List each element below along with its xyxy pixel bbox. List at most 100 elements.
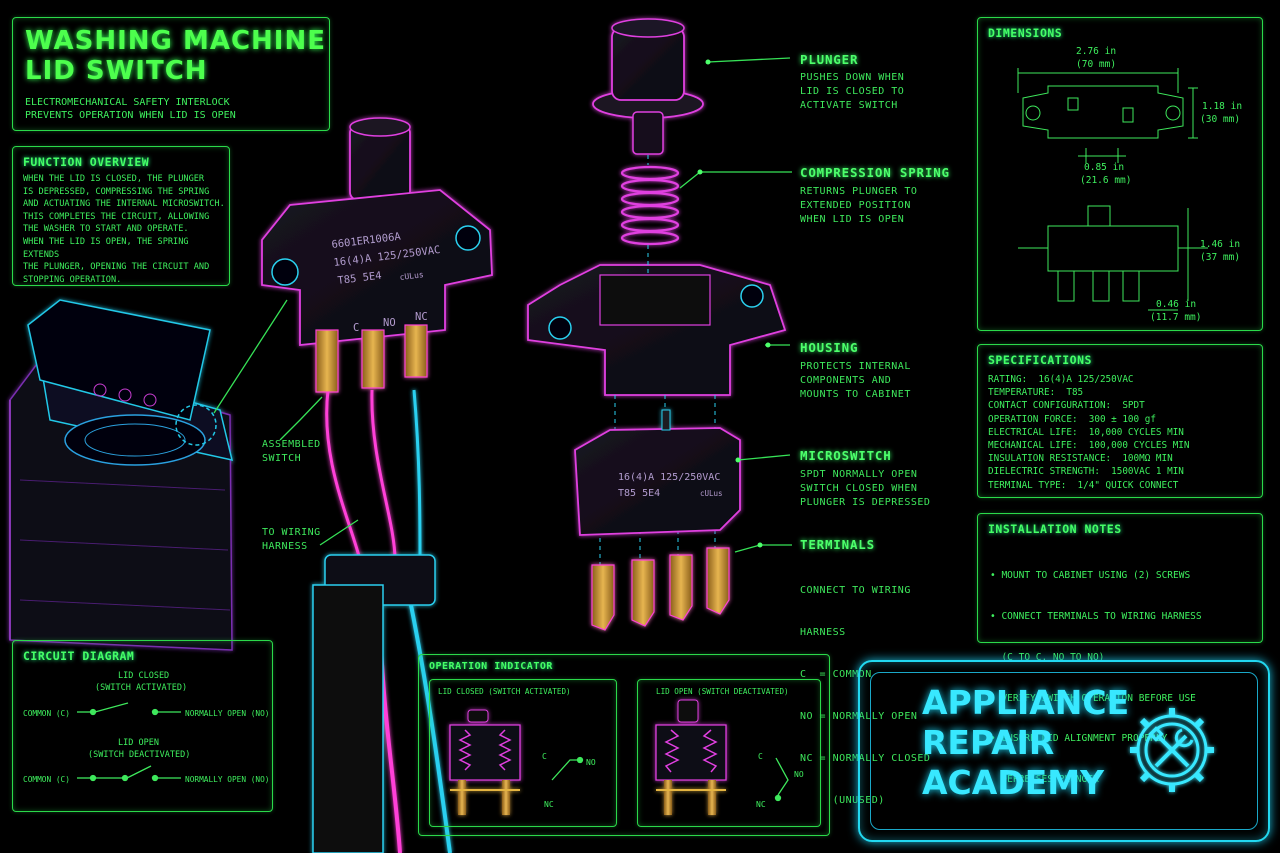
spring-desc-line: WHEN LID IS OPEN	[800, 214, 905, 225]
circuit-symbols	[77, 702, 181, 782]
fo-line: WHEN THE LID IS CLOSED, THE PLUNGER	[23, 174, 205, 184]
lid-closed-diagram	[449, 709, 584, 815]
brand-panel: APPLIANCE REPAIR ACADEMY	[858, 660, 1270, 842]
spring-desc-line: RETURNS PLUNGER TO	[800, 186, 918, 197]
closed-nc-label: NC	[544, 800, 554, 809]
dimensions-panel: DIMENSIONS 2.7	[977, 17, 1263, 331]
circuit-common-1: COMMON (C)	[23, 709, 70, 718]
micro-desc-line: SWITCH CLOSED WHEN	[800, 483, 918, 494]
spec-list: RATING: 16(4)A 125/250VAC TEMPERATURE: T…	[988, 373, 1190, 492]
spec-row: TEMPERATURE: T85	[988, 387, 1084, 399]
terminals-desc-line: CONNECT TO WIRING	[800, 585, 911, 596]
leader-line	[213, 299, 288, 414]
fo-line: STOPPING OPERATION.	[23, 274, 122, 285]
title-line2: LID SWITCH	[25, 56, 208, 86]
installation-list: • MOUNT TO CABINET USING (2) SCREWS • CO…	[990, 542, 1202, 814]
circuit-open-2: (SWITCH DEACTIVATED)	[88, 750, 191, 760]
dim-side-h-mm: (37 mm)	[1200, 252, 1241, 263]
terminals-desc-line: C = COMMON	[800, 669, 872, 680]
assembled-switch-icon: 6601ER1006A 16(4)A 125/250VAC T85 5E4 cU…	[261, 117, 493, 853]
microswitch-icon: 16(4)A 125/250VAC T85 5E4 cULus	[574, 409, 741, 536]
subtitle-2: PREVENTS OPERATION WHEN LID IS OPEN	[25, 110, 236, 121]
dim-hole-mm: (21.6 mm)	[1080, 175, 1132, 186]
leader-line	[279, 396, 323, 441]
dimension-drawing	[1017, 68, 1208, 311]
operation-heading: OPERATION INDICATOR	[429, 661, 553, 672]
spring-heading: COMPRESSION SPRING	[800, 165, 950, 180]
circuit-no-1: NORMALLY OPEN (NO)	[185, 709, 270, 718]
fo-line: AND ACTUATING THE INTERNAL MICROSWITCH.	[23, 199, 225, 210]
leader-dot	[757, 542, 763, 548]
install-item: • MOUNT TO CABINET USING (2) SCREWS	[990, 570, 1191, 582]
circuit-closed-1: LID CLOSED	[118, 671, 170, 681]
fo-line: THE WASHER TO START AND OPERATE.	[23, 224, 189, 235]
terminals-heading: TERMINALS	[800, 537, 875, 552]
leader-line	[679, 171, 792, 189]
micro-rating-label: 16(4)A 125/250VAC	[618, 472, 720, 483]
open-nc-label: NC	[756, 800, 766, 809]
micro-desc-line: SPDT NORMALLY OPEN	[800, 469, 918, 480]
spec-row: RATING: 16(4)A 125/250VAC	[988, 374, 1134, 385]
micro-temp-label: T85 5E4	[618, 488, 660, 499]
plunger-desc-line: ACTIVATE SWITCH	[800, 100, 898, 111]
plunger-desc: PUSHES DOWN WHEN LID IS CLOSED TO ACTIVA…	[800, 71, 904, 113]
fo-line: IS DEPRESSED, COMPRESSING THE SPRING	[23, 186, 210, 197]
terminal-nc-label: NC	[415, 311, 428, 323]
spec-row: ELECTRICAL LIFE: 10,000 CYCLES MIN	[988, 426, 1184, 438]
install-item: (C TO C, NO TO NO)	[990, 651, 1105, 663]
housing-desc-line: PROTECTS INTERNAL	[800, 361, 911, 372]
spec-row: OPERATION FORCE: 300 ± 100 gf	[988, 413, 1156, 425]
lid-closed-label: LID CLOSED (SWITCH ACTIVATED)	[438, 687, 571, 696]
dim-height-in: 1.18 in	[1202, 101, 1243, 112]
brand-line1: APPLIANCE	[922, 683, 1130, 722]
fo-line: WHEN THE LID IS OPEN, THE SPRING EXTENDS	[23, 236, 189, 260]
lid-open-label: LID OPEN (SWITCH DEACTIVATED)	[656, 687, 789, 696]
assembled-switch-callout: ASSEMBLED SWITCH	[262, 438, 321, 466]
specifications-heading: SPECIFICATIONS	[988, 353, 1092, 367]
installation-heading: INSTALLATION NOTES	[988, 522, 1122, 536]
circuit-no-2: NORMALLY OPEN (NO)	[185, 775, 270, 784]
gear-wrench-icon	[1130, 708, 1214, 792]
ul-mark: cULus	[399, 270, 424, 282]
specifications-panel: SPECIFICATIONS RATING: 16(4)A 125/250VAC…	[977, 344, 1263, 498]
brand-line3: ACADEMY	[922, 763, 1104, 802]
circuit-heading: CIRCUIT DIAGRAM	[23, 649, 135, 663]
leader-line	[734, 544, 792, 553]
switch-temp-label: T85 5E4	[337, 270, 382, 287]
leader-line	[319, 519, 359, 546]
spring-desc: RETURNS PLUNGER TO EXTENDED POSITION WHE…	[800, 185, 917, 227]
leader-line	[707, 57, 791, 63]
install-item: • VERIFY SWITCH OPERATION BEFORE USE	[990, 692, 1196, 704]
open-no-label: NO	[794, 770, 804, 779]
plunger-desc-line: PUSHES DOWN WHEN	[800, 72, 905, 83]
washing-machine-icon	[9, 299, 234, 651]
circuit-closed-2: (SWITCH ACTIVATED)	[95, 683, 188, 693]
lid-closed-subpanel: LID CLOSED (SWITCH ACTIVATED) C NO NC	[429, 679, 617, 827]
spring-desc-line: EXTENDED POSITION	[800, 200, 911, 211]
closed-c-label: C	[542, 752, 547, 761]
wiring-harness-callout: TO WIRING HARNESS	[262, 526, 321, 554]
installation-panel: INSTALLATION NOTES • MOUNT TO CABINET US…	[977, 513, 1263, 785]
brand-line2: REPAIR	[922, 723, 1055, 762]
assembled-line1: ASSEMBLED	[262, 439, 321, 450]
closed-no-label: NO	[586, 758, 596, 767]
spec-row: MECHANICAL LIFE: 100,000 CYCLES MIN	[988, 440, 1190, 452]
dim-term-in: 0.46 in	[1156, 299, 1197, 310]
housing-heading: HOUSING	[800, 340, 859, 355]
leader-dot	[735, 457, 741, 463]
install-item: DEPRESSES PLUNGER	[990, 774, 1099, 786]
dim-width-in: 2.76 in	[1076, 46, 1117, 57]
terminal-no-label: NO	[383, 317, 396, 329]
open-c-label: C	[758, 752, 763, 761]
dim-width-mm: (70 mm)	[1076, 59, 1117, 70]
title-line1: WASHING MACHINE	[25, 26, 326, 56]
leader-dot	[765, 342, 771, 348]
compression-spring-icon	[620, 165, 680, 246]
spec-row: INSULATION RESISTANCE: 100MΩ MIN	[988, 453, 1173, 465]
spec-row: DIELECTRIC STRENGTH: 1500VAC 1 MIN	[988, 466, 1184, 478]
fo-line: THIS COMPLETES THE CIRCUIT, ALLOWING	[23, 211, 210, 222]
housing-desc-line: COMPONENTS AND	[800, 375, 892, 386]
dim-term-mm: (11.7 mm)	[1150, 312, 1202, 323]
microswitch-heading: MICROSWITCH	[800, 448, 892, 463]
